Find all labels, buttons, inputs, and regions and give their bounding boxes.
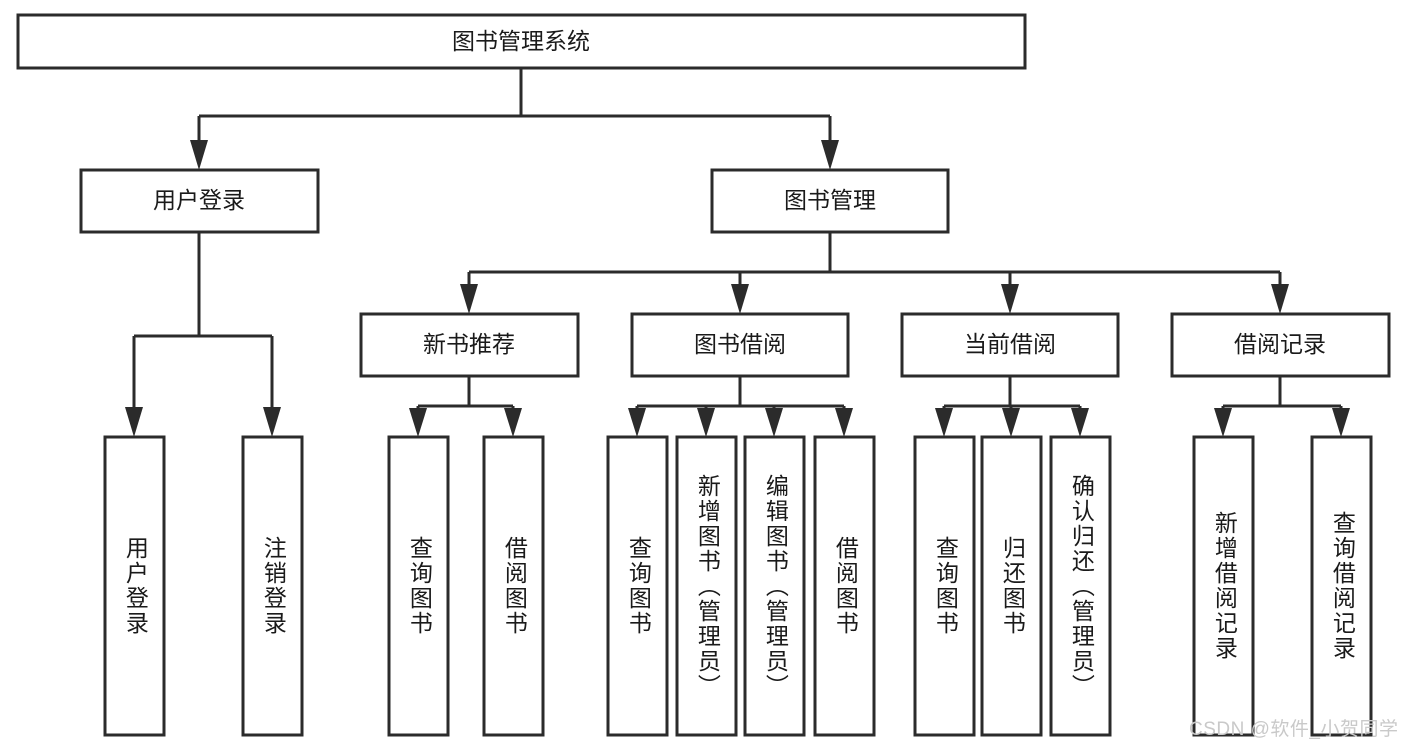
node-root-label: 图书管理系统 <box>452 28 590 54</box>
leaf-borrow-book-1-box[interactable] <box>482 435 545 737</box>
leaf-query-record-box[interactable] <box>1310 435 1373 737</box>
leaf-edit-book-label: 编辑图书（管理员） <box>762 473 789 699</box>
node-borrow-record-label: 借阅记录 <box>1234 331 1326 357</box>
node-book-management-box[interactable] <box>710 168 950 234</box>
leaf-edit-book-box[interactable] <box>743 435 806 737</box>
node-user-login-label: 用户登录 <box>153 187 245 213</box>
leaf-add-book-box[interactable] <box>675 435 738 737</box>
arrow-head-leaf-query-book-3 <box>935 408 953 437</box>
arrow-head-leaf-query-book-1 <box>409 408 427 437</box>
arrow-head-new-book-recommend <box>460 284 478 314</box>
leaf-query-book-2-box[interactable] <box>606 435 669 737</box>
leaf-query-book-1-label: 查询图书 <box>406 536 433 636</box>
node-new-book-recommend-box[interactable] <box>359 312 580 378</box>
leaf-add-record-label: 新增借阅记录 <box>1211 511 1238 661</box>
leaf-add-book-label: 新增图书（管理员） <box>694 473 721 699</box>
leaf-boxes-layer <box>103 435 1373 737</box>
connectors-layer <box>125 68 1350 437</box>
node-book-management[interactable]: 图书管理 <box>710 168 950 234</box>
leaf-user-login-box[interactable] <box>103 435 166 737</box>
node-book-management-label: 图书管理 <box>784 187 876 213</box>
node-new-book-recommend[interactable]: 新书推荐 <box>359 312 580 378</box>
arrow-head-leaf-add-book <box>697 408 715 437</box>
leaf-query-book-3-box[interactable] <box>913 435 976 737</box>
leaf-query-record-label: 查询借阅记录 <box>1329 511 1356 661</box>
arrow-head-leaf-edit-book <box>765 408 783 437</box>
leaf-add-record-box[interactable] <box>1192 435 1255 737</box>
leaf-query-book-3-label: 查询图书 <box>932 536 959 636</box>
arrow-head-leaf-logout-login <box>263 407 281 437</box>
arrow-head-borrow-record <box>1271 284 1289 314</box>
leaf-borrow-book-1-label: 借阅图书 <box>501 536 528 636</box>
node-user-login-box[interactable] <box>79 168 320 234</box>
arrow-head-book-management <box>821 140 839 170</box>
leaf-user-login-label: 用户登录 <box>122 536 149 636</box>
node-root[interactable]: 图书管理系统 <box>16 13 1027 70</box>
arrow-head-leaf-query-record <box>1332 408 1350 437</box>
node-user-login[interactable]: 用户登录 <box>79 168 320 234</box>
arrow-head-leaf-confirm-return <box>1071 408 1089 437</box>
leaf-query-book-1-box[interactable] <box>387 435 450 737</box>
leaf-query-book-2-label: 查询图书 <box>625 536 652 636</box>
node-new-book-recommend-label: 新书推荐 <box>423 331 515 357</box>
arrow-head-leaf-query-book-2 <box>628 408 646 437</box>
node-borrow-record-box[interactable] <box>1170 312 1391 378</box>
arrow-head-leaf-return-book <box>1002 408 1020 437</box>
leaf-logout-login-label: 注销登录 <box>260 536 287 636</box>
node-current-borrow-box[interactable] <box>900 312 1120 378</box>
node-current-borrow-label: 当前借阅 <box>964 331 1056 357</box>
csdn-watermark: CSDN @软件_小贺同学 <box>1189 719 1399 740</box>
node-root-box[interactable] <box>16 13 1027 70</box>
arrow-head-leaf-add-record <box>1214 408 1232 437</box>
leaf-borrow-book-2-box[interactable] <box>813 435 876 737</box>
node-book-borrow[interactable]: 图书借阅 <box>630 312 850 378</box>
arrow-head-leaf-borrow-book-2 <box>835 408 853 437</box>
leaf-confirm-return-label: 确认归还（管理员） <box>1068 473 1095 699</box>
node-current-borrow[interactable]: 当前借阅 <box>900 312 1120 378</box>
arrow-head-leaf-user-login <box>125 407 143 437</box>
node-book-borrow-box[interactable] <box>630 312 850 378</box>
arrow-head-leaf-borrow-book-1 <box>504 408 522 437</box>
leaf-return-book-box[interactable] <box>980 435 1043 737</box>
leaf-logout-login-box[interactable] <box>241 435 304 737</box>
arrow-head-current-borrow <box>1001 284 1019 314</box>
leaf-borrow-book-2-label: 借阅图书 <box>832 536 859 636</box>
leaf-confirm-return-box[interactable] <box>1049 435 1112 737</box>
node-book-borrow-label: 图书借阅 <box>694 331 786 357</box>
leaf-return-book-label: 归还图书 <box>999 536 1026 636</box>
arrow-head-book-borrow <box>731 284 749 314</box>
node-borrow-record[interactable]: 借阅记录 <box>1170 312 1391 378</box>
arrow-head-user-login <box>190 140 208 170</box>
